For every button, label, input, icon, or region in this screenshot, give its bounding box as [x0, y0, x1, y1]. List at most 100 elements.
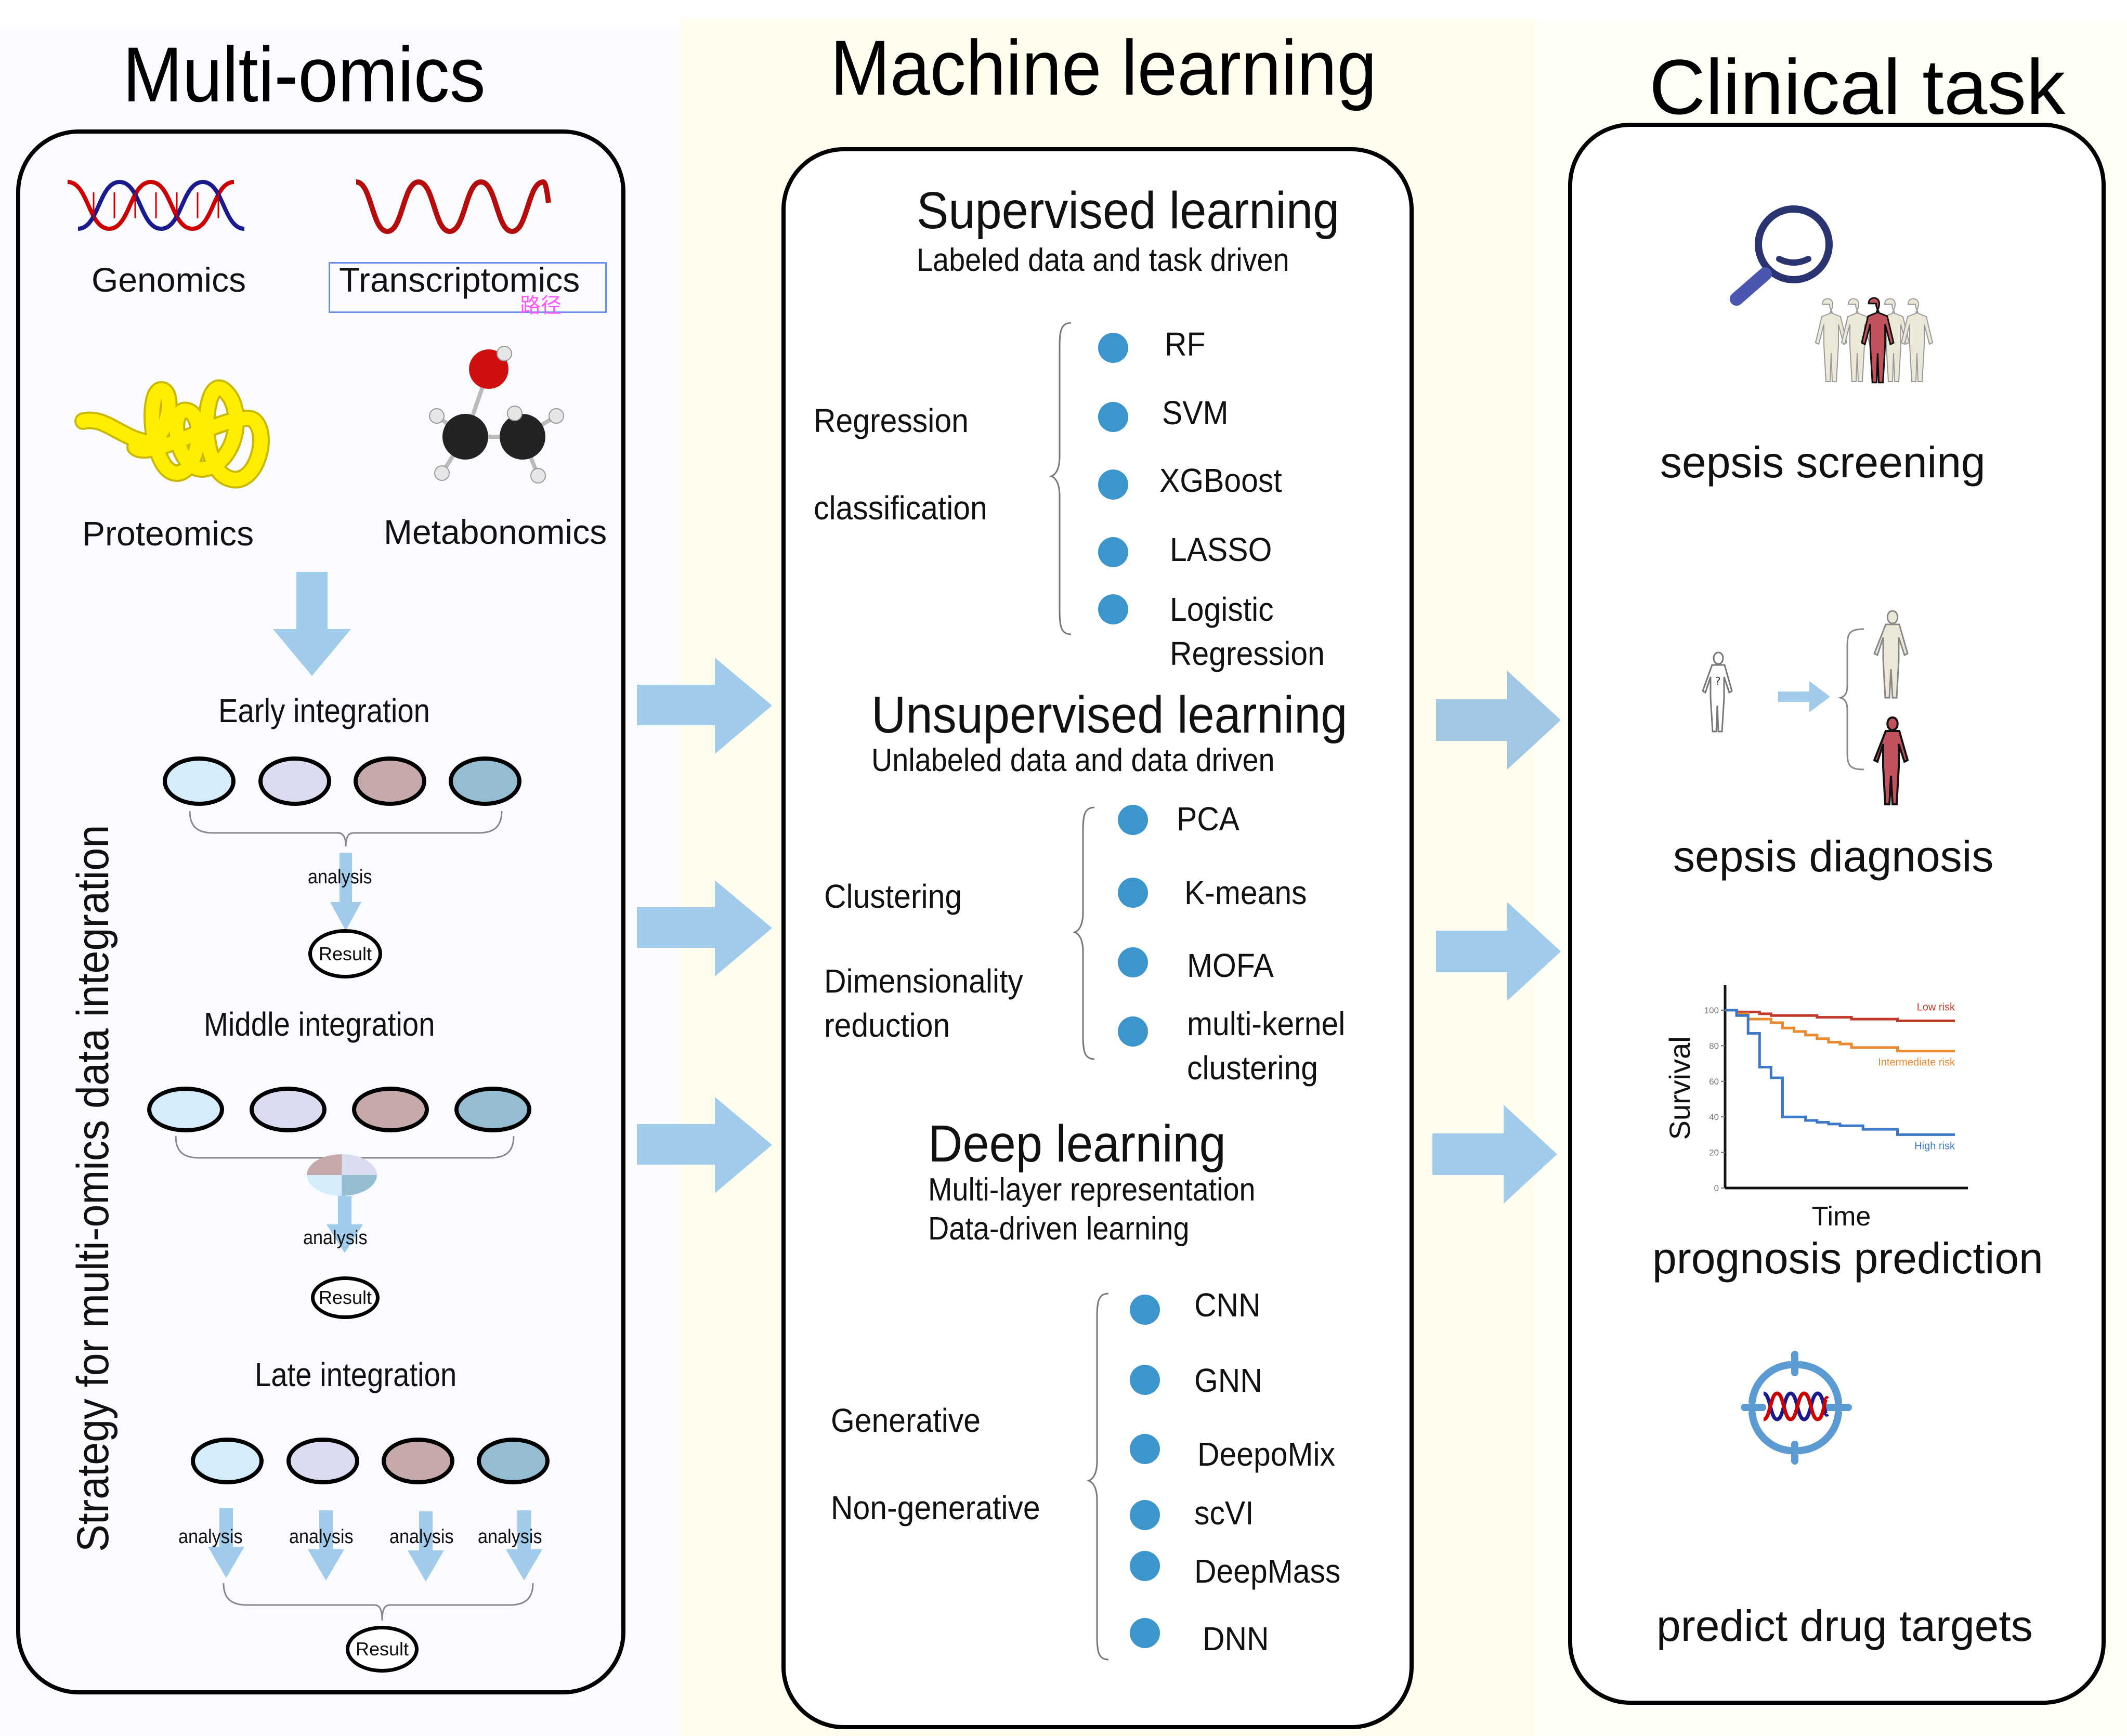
dna-double-helix-icon: [67, 179, 245, 231]
machine-learning-title: Machine learning: [830, 24, 1377, 111]
down-arrow-icon: [408, 1511, 444, 1582]
early-integration-title: Early integration: [218, 692, 430, 729]
method-label: PCA: [1177, 800, 1240, 838]
omics-layer-ellipse: [352, 1087, 429, 1132]
bullet-dot: [1098, 402, 1128, 432]
late-result-node: Result: [346, 1626, 419, 1673]
right-arrow-icon: [1436, 671, 1561, 769]
method-label: K-means: [1184, 874, 1307, 911]
result-label: Result: [318, 943, 372, 964]
y-tick-label: 40: [1709, 1112, 1719, 1122]
transcriptomics-label: Transcriptomics: [339, 260, 580, 299]
down-arrow-icon: [327, 1196, 363, 1253]
right-arrow-icon: [1432, 1105, 1557, 1204]
right-arrow-icon: [637, 880, 772, 976]
bullet-dot: [1098, 333, 1128, 363]
right-arrow-icon: [637, 1097, 772, 1193]
down-arrow-icon: [208, 1508, 244, 1578]
strategy-vertical-label: Strategy for multi-omics data integratio…: [68, 825, 118, 1552]
late-integration-title: Late integration: [255, 1356, 457, 1393]
bullet-dot: [1118, 878, 1148, 908]
middle-integration-title: Middle integration: [204, 1006, 435, 1043]
method-label: scVI: [1194, 1494, 1254, 1532]
clinical-task-box: [1568, 123, 2106, 1705]
prognosis-prediction-label: prognosis prediction: [1652, 1234, 2043, 1283]
multi-omics-box: [16, 129, 625, 1694]
y-tick-label: 0: [1714, 1183, 1719, 1193]
method-label: MOFA: [1187, 947, 1274, 984]
down-arrow-icon: [308, 1510, 344, 1581]
omics-layer-ellipse: [163, 756, 236, 806]
text-selection-box[interactable]: [329, 262, 607, 313]
method-label: CNN: [1194, 1286, 1261, 1324]
category-label: classification: [814, 489, 987, 527]
bullet-dot: [1098, 537, 1128, 567]
patient-classification-icon: ?: [1702, 610, 1909, 805]
omics-layer-ellipse: [286, 1438, 359, 1484]
category-label: Regression: [814, 402, 969, 439]
deep-learning-brace: [1086, 1293, 1109, 1661]
fused-data-ellipse-icon: [307, 1154, 377, 1196]
series-label: High risk: [1914, 1140, 1955, 1152]
deep-learning-title: Deep learning: [928, 1115, 1226, 1173]
bullet-dot: [1118, 805, 1148, 835]
category-label: Non-generative: [831, 1489, 1040, 1526]
middle-result-node: Result: [311, 1276, 380, 1319]
down-arrow-icon: [273, 572, 351, 676]
proteomics-label: Proteomics: [82, 514, 254, 553]
late-analysis-label: analysis: [389, 1526, 454, 1548]
category-label: Generative: [831, 1402, 981, 1439]
bullet-dot: [1130, 1434, 1160, 1464]
magnifier-population-icon: [1730, 205, 1934, 384]
genomics-label: Genomics: [92, 260, 246, 299]
deep-learning-subtitle: Multi-layer representation: [928, 1172, 1256, 1208]
method-label: Regression: [1170, 635, 1325, 672]
supervised-learning-title: Supervised learning: [917, 181, 1340, 240]
multi-omics-title: Multi-omics: [123, 31, 486, 118]
unsupervised-learning-subtitle: Unlabeled data and data driven: [871, 742, 1275, 778]
unsupervised-brace: [1072, 806, 1095, 1060]
down-arrow-icon: [330, 853, 361, 931]
y-tick-label: 80: [1709, 1041, 1719, 1051]
omics-layer-ellipse: [382, 1438, 454, 1484]
omics-layer-ellipse: [449, 756, 521, 806]
method-label: DNN: [1203, 1620, 1269, 1657]
clinical-task-title: Clinical task: [1649, 43, 2066, 130]
unsupervised-learning-title: Unsupervised learning: [871, 686, 1348, 744]
method-label: clustering: [1187, 1049, 1318, 1087]
y-tick-label: 100: [1704, 1006, 1719, 1015]
supervised-brace: [1049, 322, 1072, 635]
rna-wave-icon: [355, 179, 551, 234]
predict-drug-targets-label: predict drug targets: [1656, 1601, 2033, 1650]
category-label: reduction: [824, 1007, 950, 1044]
bullet-dot: [1118, 1016, 1148, 1047]
bullet-dot: [1130, 1618, 1160, 1648]
bullet-dot: [1130, 1551, 1160, 1581]
method-label: LASSO: [1170, 531, 1272, 568]
method-label: multi-kernel: [1187, 1005, 1346, 1042]
omics-layer-ellipse: [258, 756, 331, 806]
category-label: Dimensionality: [824, 962, 1023, 1000]
sepsis-diagnosis-label: sepsis diagnosis: [1673, 832, 1994, 881]
omics-layer-ellipse: [354, 756, 426, 806]
right-arrow-icon: [637, 658, 772, 754]
editor-guide-artifact: 路径: [520, 294, 562, 317]
series-label: Intermediate risk: [1878, 1057, 1955, 1068]
omics-layer-ellipse: [250, 1087, 327, 1132]
series-label: Low risk: [1917, 1002, 1955, 1013]
right-arrow-icon: [1436, 902, 1561, 1001]
method-label: XGBoost: [1159, 462, 1282, 499]
category-label: Clustering: [824, 878, 962, 915]
down-arrow-icon: [506, 1510, 542, 1581]
method-label: DeepoMix: [1197, 1435, 1336, 1473]
y-tick-label: 20: [1709, 1148, 1719, 1158]
bullet-dot: [1118, 947, 1148, 977]
y-axis-label: Survival: [1663, 1036, 1696, 1140]
y-tick-label: 60: [1709, 1077, 1719, 1087]
survival-line-low-risk: [1725, 1009, 1955, 1023]
early-analysis-label: analysis: [308, 866, 372, 888]
middle-analysis-label: analysis: [303, 1227, 368, 1249]
protein-coil-icon: [74, 379, 270, 489]
bullet-dot: [1130, 1295, 1160, 1325]
